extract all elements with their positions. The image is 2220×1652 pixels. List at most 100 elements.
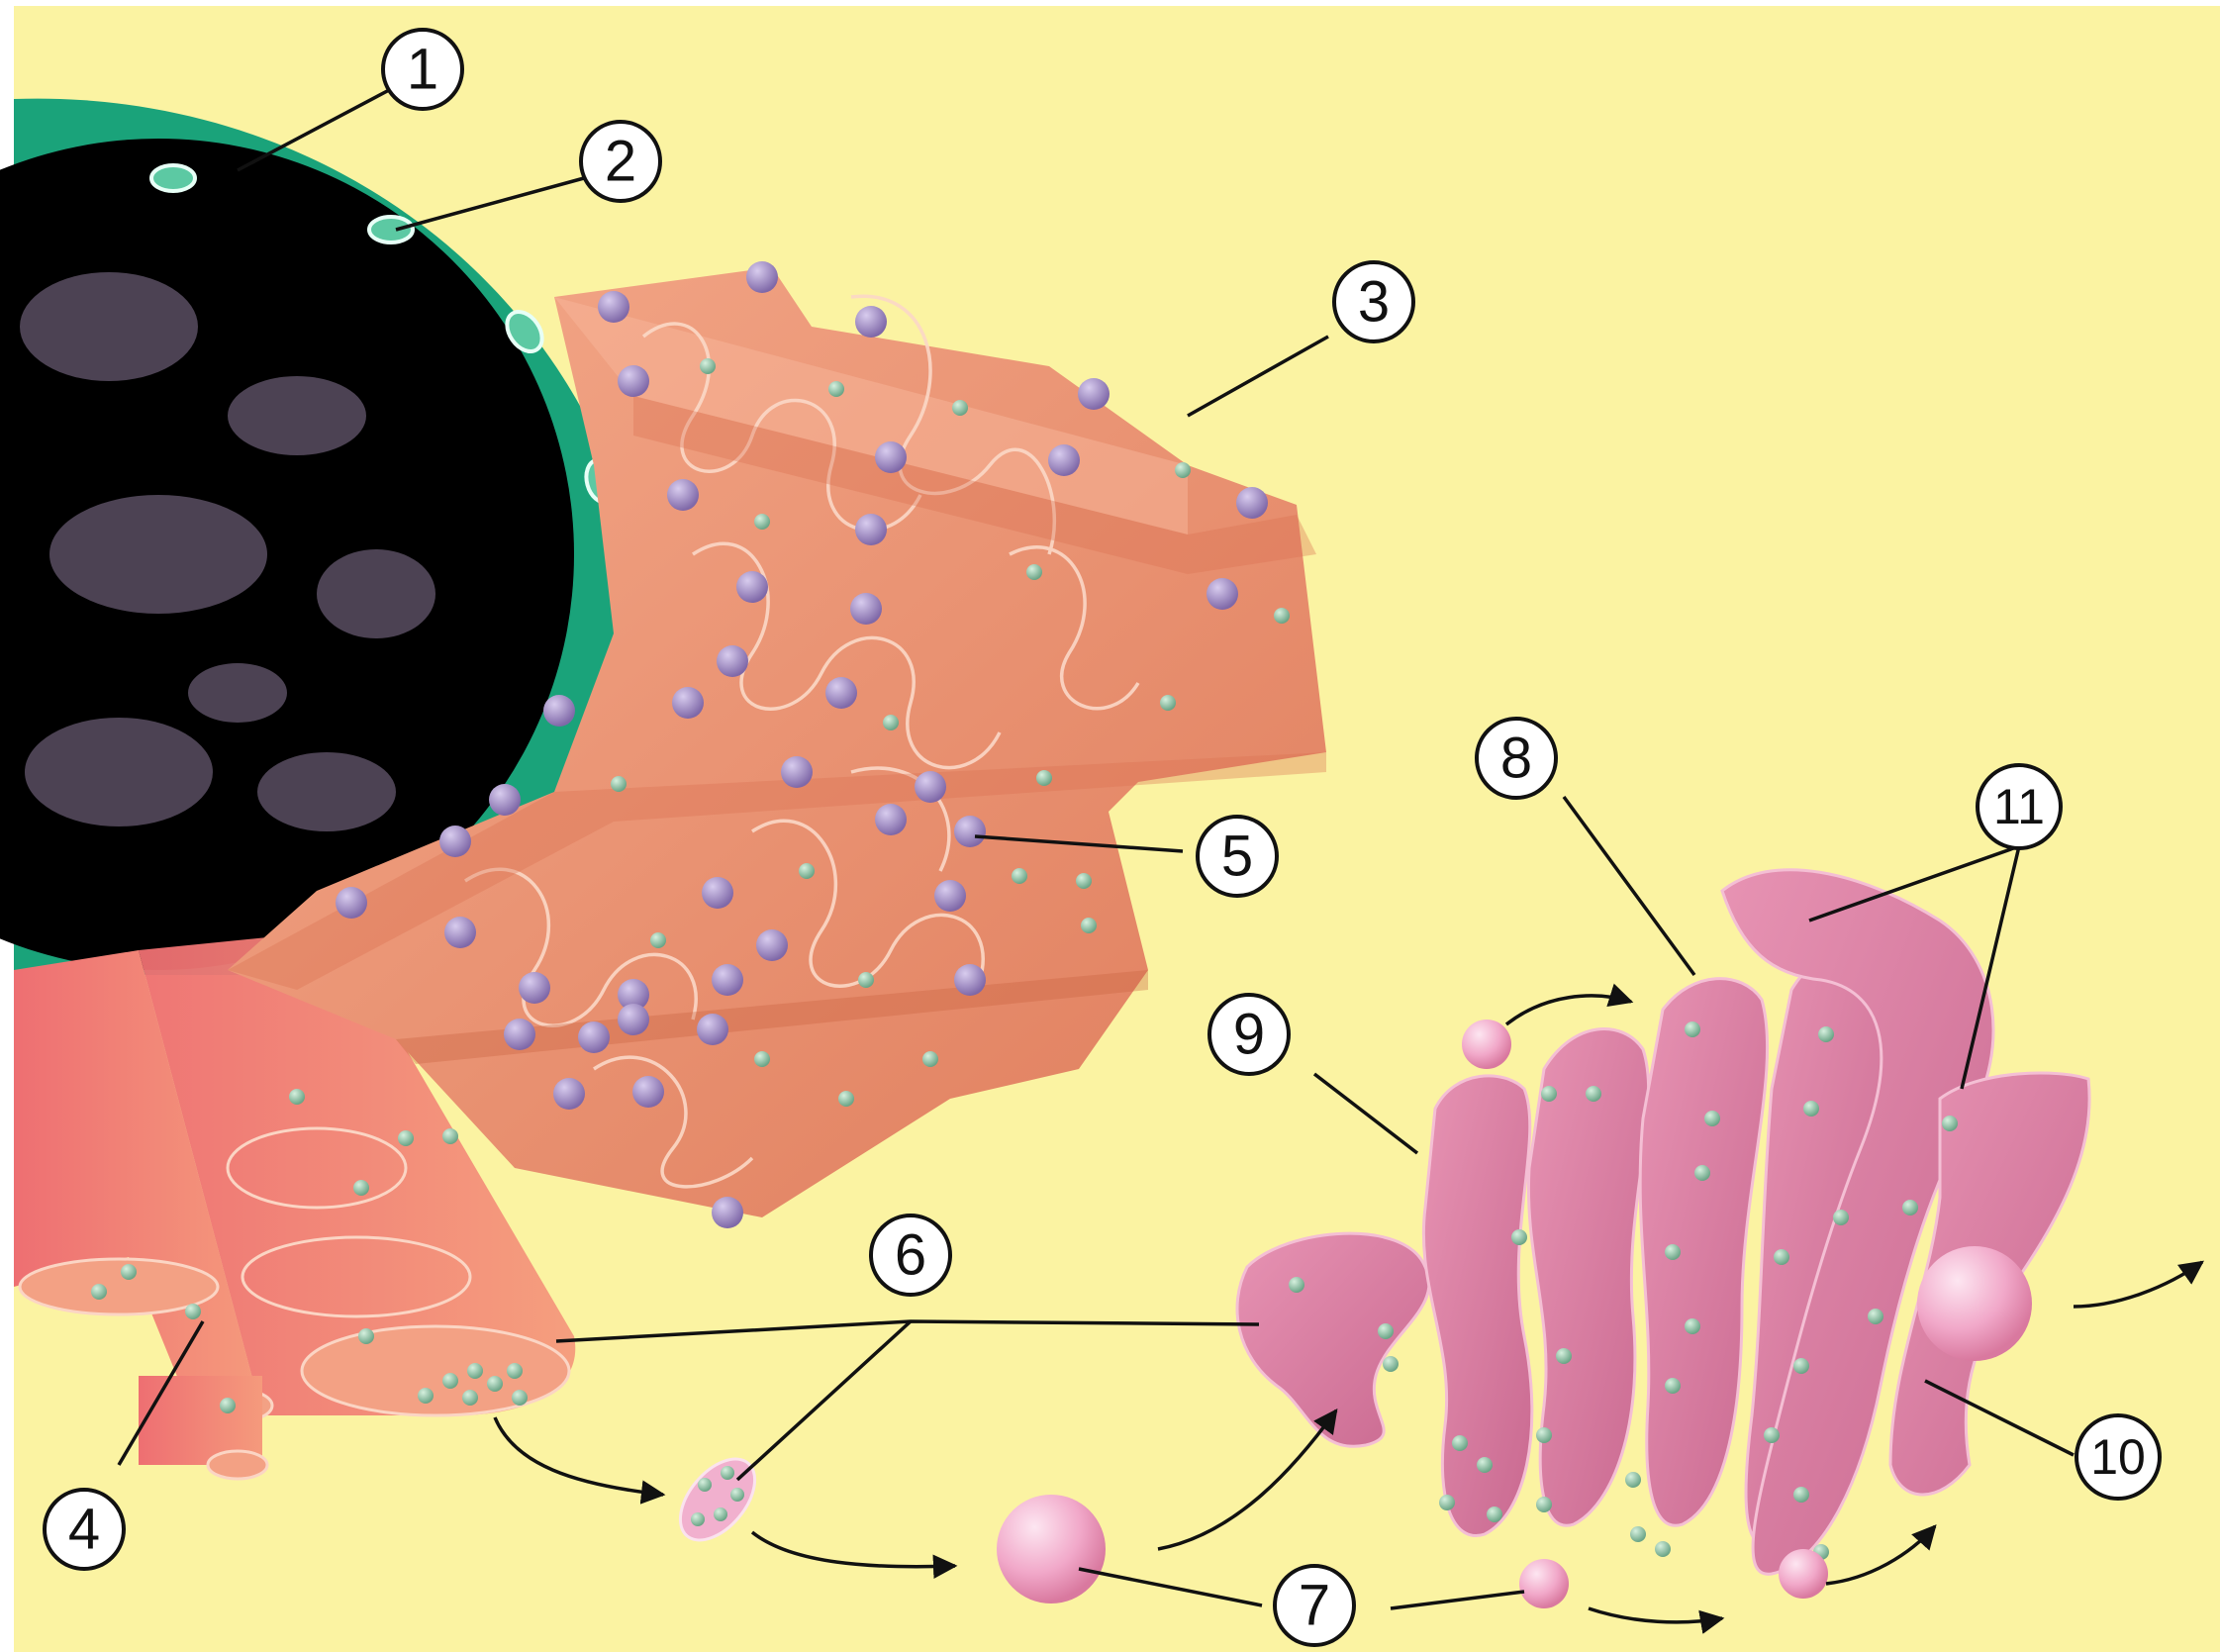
lumen-particle (952, 400, 968, 416)
ribosome (553, 1078, 585, 1110)
ribosome (702, 877, 733, 909)
ribosome (618, 1004, 649, 1035)
lumen-particle (1175, 462, 1191, 478)
lumen-particle (398, 1130, 414, 1146)
lumen-particle (754, 514, 770, 530)
golgi-particle (1439, 1495, 1455, 1510)
lumen-particle (487, 1376, 503, 1392)
golgi-particle (1536, 1427, 1552, 1443)
ribosome (543, 695, 575, 727)
callout-1-label: 1 (407, 38, 438, 102)
golgi-particle (1868, 1309, 1883, 1324)
golgi-particle (1383, 1356, 1399, 1372)
lumen-particle (611, 776, 627, 792)
callout-8: 8 (1475, 717, 1558, 800)
lumen-particle (1274, 608, 1290, 624)
callout-2-label: 2 (605, 130, 636, 194)
lumen-particle (1076, 873, 1092, 889)
ribosome (717, 645, 748, 677)
lumen-particle (220, 1398, 236, 1413)
lumen-particle (442, 1373, 458, 1389)
golgi-particle (1630, 1526, 1646, 1542)
ribosome (489, 784, 521, 816)
ribosome (954, 816, 986, 847)
ribosome (875, 804, 907, 835)
ribosome (439, 826, 471, 857)
lumen-particle (442, 1128, 458, 1144)
chromatin-texture (20, 272, 435, 831)
ribosome (850, 593, 882, 625)
callout-7-label: 7 (1299, 1574, 1330, 1638)
lumen-particle (91, 1284, 107, 1300)
golgi-particle (1694, 1165, 1710, 1181)
callout-11: 11 (1976, 763, 2063, 850)
ribosome (781, 756, 813, 788)
golgi-particle (1289, 1277, 1304, 1293)
callout-10-label: 10 (2090, 1429, 2146, 1485)
ribosome (1048, 444, 1080, 476)
golgi-particle (1685, 1021, 1700, 1037)
ribosome (825, 677, 857, 709)
golgi-particle (1704, 1111, 1720, 1126)
callout-11-label: 11 (1993, 779, 2045, 834)
ribosome (1207, 578, 1238, 610)
ribosome (578, 1021, 610, 1053)
ribosome (746, 261, 778, 293)
golgi-particle (1487, 1506, 1502, 1522)
ribosome (618, 365, 649, 397)
callout-leader-lines (117, 87, 2075, 1610)
golgi-particle (1902, 1200, 1918, 1215)
callout-2: 2 (579, 120, 662, 203)
lumen-particle (121, 1264, 137, 1280)
lumen-particle (799, 863, 815, 879)
lumen-particle (1012, 868, 1027, 884)
lumen-particle (1081, 918, 1097, 933)
ribosome (855, 514, 887, 545)
lumen-particle (358, 1328, 374, 1344)
lumen-particle (650, 932, 666, 948)
golgi-particle (1818, 1026, 1834, 1042)
er-lumen-particles (91, 358, 1290, 1413)
transport-flow-arrows (493, 983, 2204, 1634)
ribosome (1236, 487, 1268, 519)
lumen-particle (1160, 695, 1176, 711)
callout-4-label: 4 (68, 1498, 100, 1562)
callout-10: 10 (2075, 1413, 2162, 1501)
lumen-particle (828, 381, 844, 397)
callout-5: 5 (1196, 815, 1279, 898)
ribosome (1078, 378, 1110, 410)
golgi-particle (1774, 1249, 1789, 1265)
ribosome (504, 1019, 535, 1050)
ribosome (712, 964, 743, 996)
golgi-particle (1378, 1323, 1394, 1339)
callout-3: 3 (1332, 260, 1415, 343)
golgi-particle (1833, 1210, 1849, 1225)
ribosome (915, 771, 946, 803)
ribosome (598, 291, 629, 323)
golgi-particle (1665, 1378, 1681, 1394)
golgi-particle (1764, 1427, 1780, 1443)
lumen-particle (507, 1363, 523, 1379)
golgi-particle (1541, 1086, 1557, 1102)
nuclear-pores (149, 163, 620, 505)
ribosome (632, 1076, 664, 1108)
secretory-vesicles (997, 1020, 2032, 1608)
golgi-particle (1655, 1541, 1671, 1557)
ribosome (519, 972, 550, 1004)
lumen-particle (883, 715, 899, 730)
golgi-particle (1511, 1229, 1527, 1245)
golgi-lumen-particles (1289, 1021, 1958, 1560)
ribosome (934, 880, 966, 912)
callout-9: 9 (1207, 993, 1291, 1076)
lumen-particle (289, 1089, 305, 1105)
ribosome (736, 571, 768, 603)
golgi-particle (1586, 1086, 1601, 1102)
smooth-endoplasmic-reticulum (14, 930, 576, 1481)
lumen-particle (462, 1390, 478, 1406)
golgi-particle (1803, 1101, 1819, 1117)
rough-endoplasmic-reticulum (91, 261, 1326, 1413)
transport-vesicle (678, 1457, 757, 1542)
callout-6: 6 (869, 1214, 952, 1297)
nucleus (0, 98, 650, 976)
